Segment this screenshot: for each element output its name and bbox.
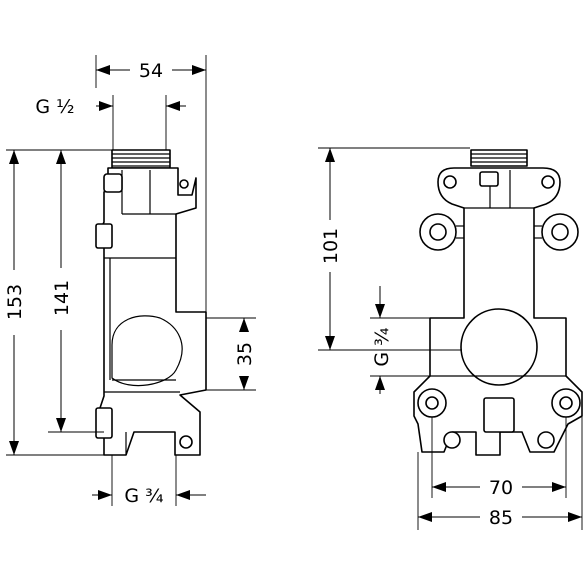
label-height-mid: 141 [51,280,73,316]
side-thread [111,149,171,169]
label-inlet-thread: G ½ [35,96,74,118]
dimension-height-mid: 141 [48,150,104,433]
label-front-width-outer: 85 [489,507,513,529]
label-front-thread: G ¾ [371,327,393,366]
label-height-overall: 153 [4,284,26,320]
side-housing [97,167,207,456]
side-view [95,149,207,456]
dimension-front-width-outer: 85 [417,416,583,530]
label-width-top: 54 [139,60,163,82]
dimension-width-top: 54 [95,55,207,312]
front-view [413,149,583,456]
dimension-inlet-thread: G ½ [35,95,186,150]
dimension-front-thread: G ¾ [370,286,462,394]
dimension-height-overall: 153 [4,149,112,456]
dimension-outlet-height: 35 [206,317,256,391]
dimension-front-height: 101 [318,147,470,351]
dimension-outlet-thread: G ¾ [92,455,206,507]
front-thread [470,149,528,167]
label-front-width-inner: 70 [489,477,513,499]
label-outlet-thread: G ¾ [124,485,163,507]
label-front-height: 101 [320,228,342,264]
dimension-front-width-inner: 70 [431,417,567,499]
label-outlet-height: 35 [234,342,256,366]
